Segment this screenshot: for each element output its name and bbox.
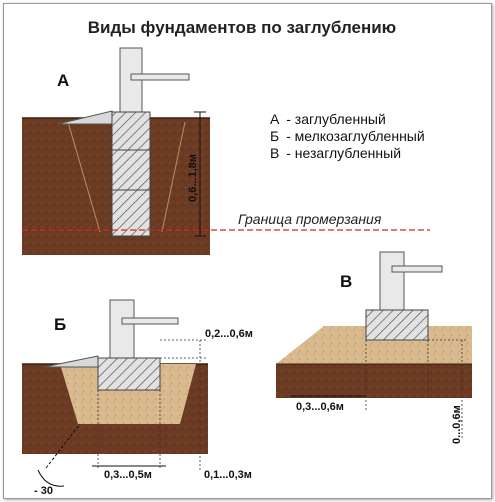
section-v-letter: В [340, 272, 352, 291]
legend: А - заглубленный Б - мелкозаглубленный В… [270, 111, 425, 161]
bottom-dim-b: 0,1...0,3м [204, 469, 252, 481]
page-title: Виды фундаментов по заглублению [88, 18, 396, 37]
section-b-drawing [22, 299, 208, 487]
trench-line-right [161, 121, 186, 233]
frost-label: Граница промерзания [238, 211, 382, 227]
wall-column-b [109, 299, 135, 359]
width-dim-b: 0,3...0,5м [104, 469, 152, 481]
legend-text: - мелкозаглубленный [286, 128, 425, 144]
foundation-b [97, 357, 161, 391]
top-dim-b: 0,2...0,6м [205, 328, 253, 340]
wall-connector-v [391, 265, 443, 273]
foundation-a [111, 111, 151, 237]
legend-text: - незаглубленный [286, 145, 401, 161]
soil-block-v [276, 364, 472, 398]
width-dim-v: 0,3...0,6м [296, 401, 344, 413]
legend-key: А [270, 111, 280, 127]
section-v-drawing [276, 251, 472, 440]
legend-key: Б [270, 128, 279, 144]
depth-dim-v: 0...0,6м [451, 405, 463, 444]
slope-line [45, 423, 81, 469]
sand-bed-b [60, 364, 196, 424]
angle-arc [37, 469, 65, 487]
wall-connector-b [121, 317, 179, 325]
legend-item-a: А - заглубленный [270, 111, 386, 127]
section-a-letter: А [57, 71, 69, 90]
depth-label-a: 0,6...1,8м [187, 154, 199, 202]
wall-connector-a [130, 73, 190, 81]
angle-label-b: - 30 [34, 485, 53, 497]
section-a-drawing [22, 47, 430, 255]
blind-area-slab-b [43, 355, 99, 368]
legend-item-v: В - незаглубленный [270, 145, 401, 161]
foundation-v [365, 309, 429, 341]
section-b-letter: Б [54, 315, 66, 334]
legend-key: В [270, 145, 279, 161]
wall-column-v [379, 251, 405, 311]
legend-item-b: Б - мелкозаглубленный [270, 128, 425, 144]
legend-text: - заглубленный [286, 111, 386, 127]
trench-line-left [67, 121, 101, 233]
